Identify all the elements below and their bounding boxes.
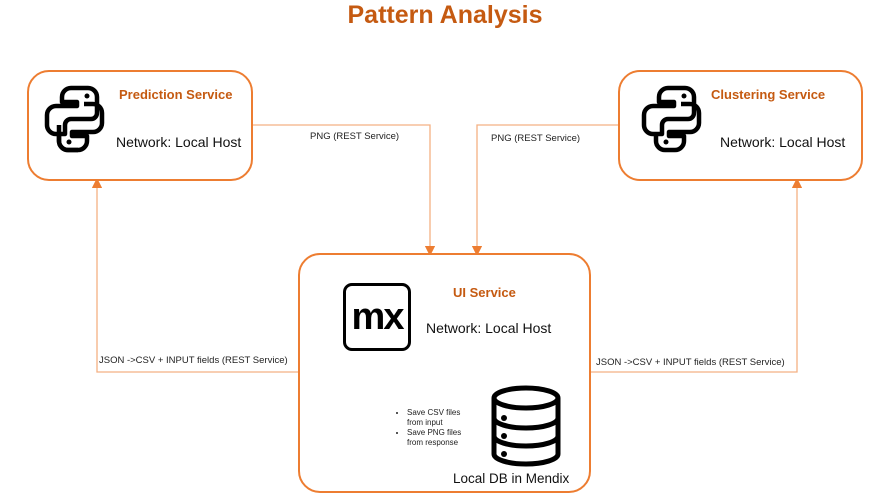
prediction-network: Network: Local Host — [116, 134, 242, 150]
ui-service-title: UI Service — [453, 285, 516, 300]
python-icon — [641, 85, 702, 153]
ui-service-box: mx UI Service Network: Local Host Save C… — [298, 253, 591, 493]
prediction-service-box: Prediction Service Network: Local Host — [27, 70, 253, 181]
clustering-service-box: Clustering Service Network: Local Host — [618, 70, 863, 181]
connector-clustering-to-ui — [471, 124, 618, 257]
python-icon — [44, 85, 105, 153]
diagram-title: Pattern Analysis — [347, 1, 543, 29]
note-csv: Save CSV files from input — [407, 408, 477, 428]
connector-ui-to-prediction — [91, 177, 298, 373]
label-json-right: JSON ->CSV + INPUT fields (REST Service) — [596, 357, 785, 368]
label-json-left: JSON ->CSV + INPUT fields (REST Service) — [99, 355, 288, 366]
storage-notes: Save CSV files from input Save PNG files… — [385, 408, 477, 448]
database-icon — [491, 385, 561, 467]
prediction-service-title: Prediction Service — [119, 87, 233, 102]
note-png: Save PNG files from response — [407, 428, 477, 448]
connector-ui-to-clustering — [590, 177, 803, 373]
clustering-service-title: Clustering Service — [711, 87, 826, 102]
connector-prediction-to-ui — [252, 124, 436, 257]
clustering-network: Network: Local Host — [720, 134, 846, 150]
mendix-logo: mx — [343, 283, 411, 351]
label-png-right: PNG (REST Service) — [491, 133, 581, 144]
label-png-left: PNG (REST Service) — [310, 131, 400, 142]
ui-network: Network: Local Host — [426, 320, 552, 336]
db-label: Local DB in Mendix — [453, 471, 570, 486]
